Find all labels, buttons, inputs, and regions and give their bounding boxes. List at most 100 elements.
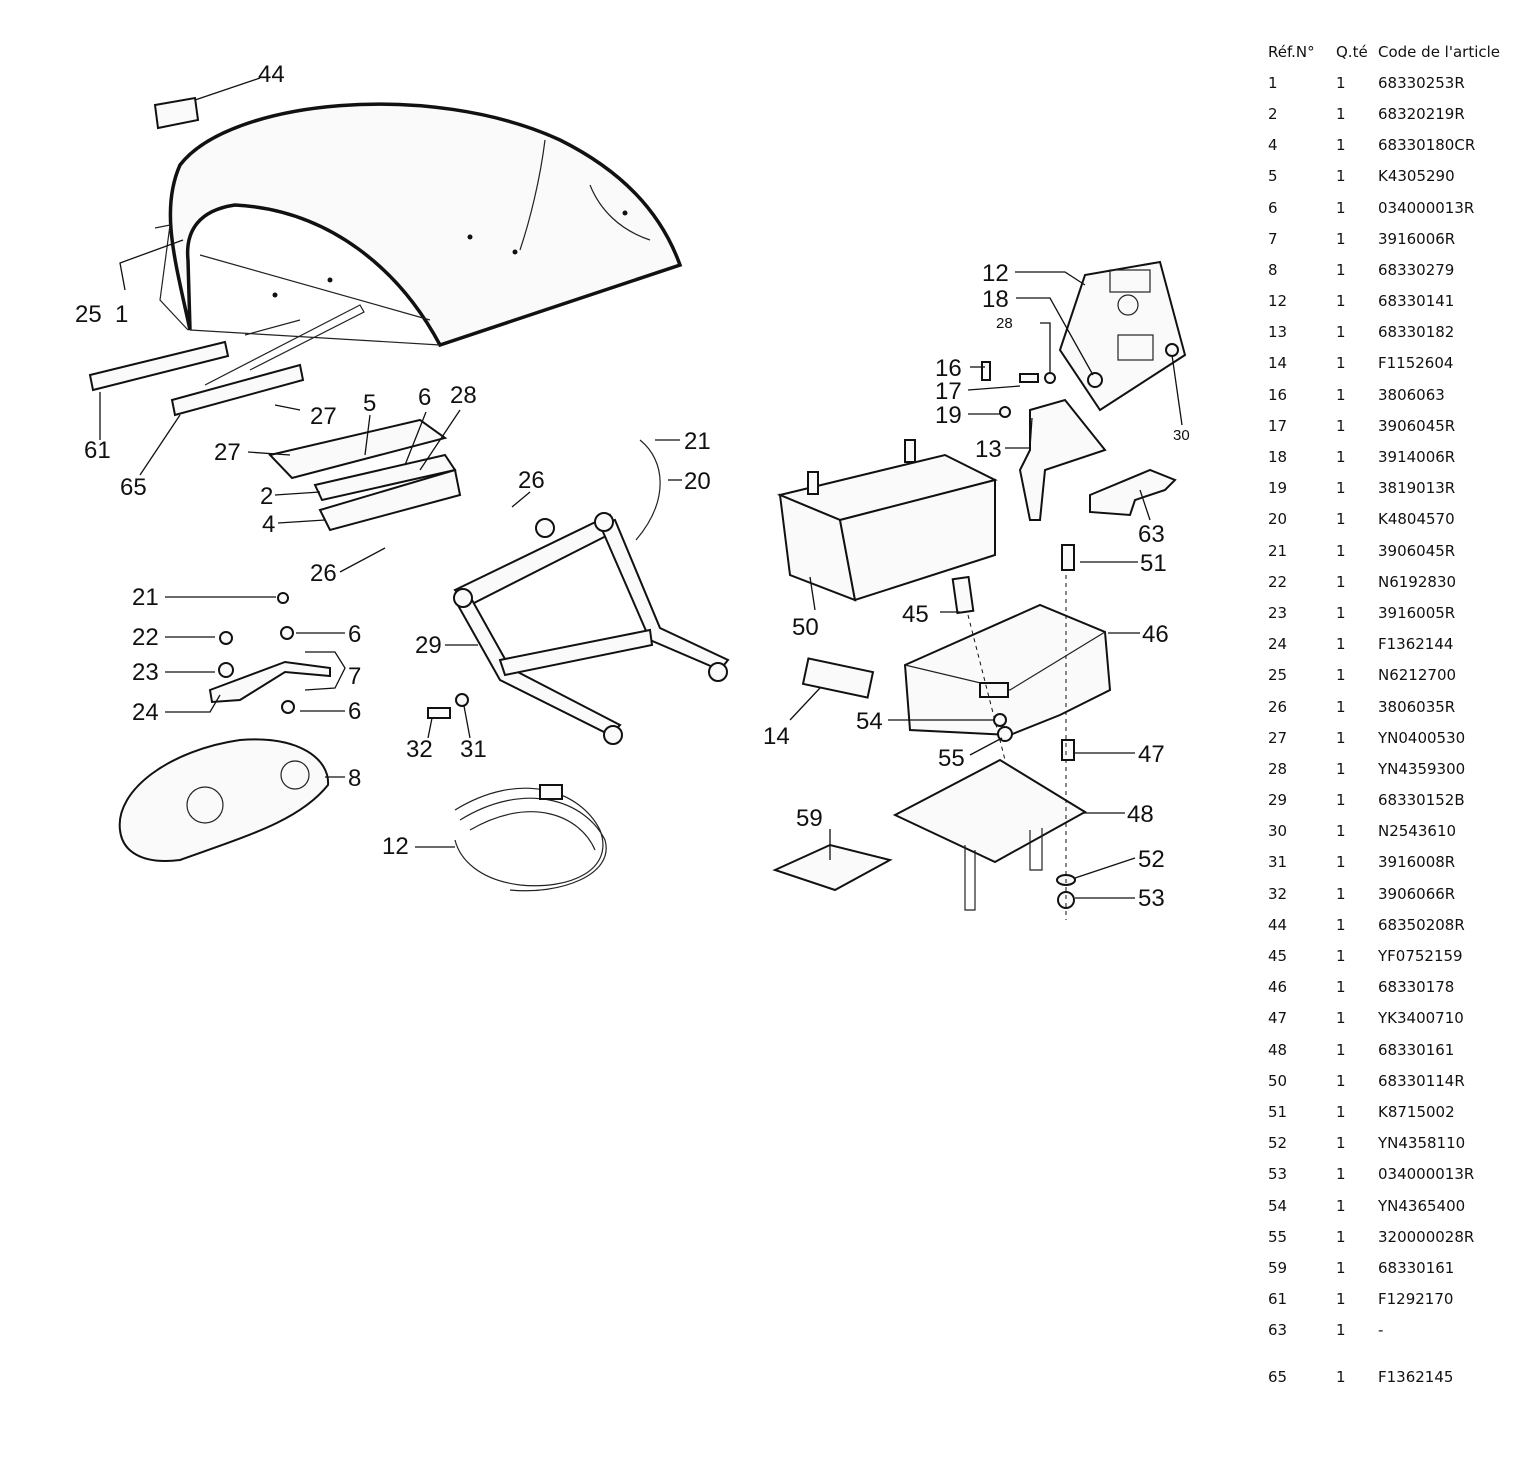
callout-27: 27: [310, 403, 337, 430]
code-cell: K4804570: [1378, 510, 1455, 529]
bolt-washer-part: [427, 693, 469, 719]
ref-cell: 55: [1268, 1227, 1288, 1246]
code-cell: 3806063: [1378, 385, 1445, 404]
code-cell: N6192830: [1378, 572, 1457, 591]
ref-cell: 27: [1268, 728, 1288, 747]
code-cell: -: [1378, 1321, 1384, 1340]
qty-cell: 1: [1336, 1321, 1346, 1340]
qty-cell: 1: [1336, 822, 1346, 841]
header-ref: Réf.N°: [1268, 42, 1315, 61]
callout-13: 13: [975, 436, 1002, 463]
code-cell: 68330182: [1378, 323, 1455, 342]
qty-cell: 1: [1336, 1368, 1346, 1387]
ref-cell: 13: [1268, 323, 1288, 342]
ref-cell: 26: [1268, 697, 1288, 716]
callout-30: 30: [1173, 427, 1190, 444]
mounting-plate-part: [892, 758, 1087, 911]
qty-cell: 1: [1336, 448, 1346, 467]
code-cell: F1362144: [1378, 635, 1454, 654]
header-qty: Q.té: [1336, 42, 1368, 61]
callout-6: 6: [348, 698, 361, 725]
ref-cell: 46: [1268, 978, 1288, 997]
header-code: Code de l'article: [1378, 42, 1501, 61]
code-cell: YN0400530: [1378, 728, 1466, 747]
callout-21: 21: [132, 584, 159, 611]
code-cell: YK3400710: [1378, 1009, 1464, 1028]
code-cell: 3906066R: [1378, 884, 1456, 903]
qty-cell: 1: [1336, 1196, 1346, 1215]
ref-cell: 31: [1268, 853, 1288, 872]
callout-29: 29: [415, 632, 442, 659]
ref-cell: 8: [1268, 260, 1278, 279]
callout-2: 2: [260, 483, 273, 510]
code-cell: F1362145: [1378, 1368, 1454, 1387]
callout-53: 53: [1138, 885, 1165, 912]
callout-1: 1: [115, 301, 128, 328]
exploded-parts-diagram: 44 25 1 61 65 27 5 6 28 27 2 4 26 26 21 …: [75, 61, 1190, 920]
code-cell: 68320219R: [1378, 104, 1465, 123]
ref-cell: 7: [1268, 229, 1278, 248]
qty-cell: 1: [1336, 1071, 1346, 1090]
clamp-part: [1089, 468, 1177, 517]
ref-cell: 4: [1268, 136, 1278, 155]
callout-7: 7: [348, 663, 361, 690]
qty-cell: 1: [1336, 728, 1346, 747]
ref-cell: 25: [1268, 666, 1288, 685]
code-cell: 034000013R: [1378, 198, 1475, 217]
code-cell: 68330180CR: [1378, 136, 1476, 155]
clip-plate-part: [772, 843, 893, 892]
callout-19: 19: [935, 402, 962, 429]
ref-cell: 14: [1268, 354, 1288, 373]
callout-28: 28: [450, 382, 477, 409]
qty-cell: 1: [1336, 915, 1346, 934]
ref-cell: 5: [1268, 167, 1278, 186]
ref-cell: 18: [1268, 448, 1288, 467]
battery-part: [776, 439, 998, 602]
callout-48: 48: [1127, 801, 1154, 828]
code-cell: 320000028R: [1378, 1227, 1475, 1246]
label-decal-part: [153, 96, 200, 130]
code-cell: 3916006R: [1378, 229, 1456, 248]
callout-21: 21: [684, 428, 711, 455]
callout-44: 44: [258, 61, 285, 88]
ref-cell: 50: [1268, 1071, 1288, 1090]
qty-cell: 1: [1336, 572, 1346, 591]
qty-cell: 1: [1336, 635, 1346, 654]
fender-part: [154, 102, 683, 348]
code-cell: 68350208R: [1378, 915, 1465, 934]
callout-52: 52: [1138, 846, 1165, 873]
ref-cell: 44: [1268, 915, 1288, 934]
callout-20: 20: [684, 468, 711, 495]
callout-6: 6: [418, 384, 431, 411]
ref-cell: 47: [1268, 1009, 1288, 1028]
qty-cell: 1: [1336, 1290, 1346, 1309]
ref-cell: 48: [1268, 1040, 1288, 1059]
code-cell: F1292170: [1378, 1290, 1454, 1309]
callout-6: 6: [348, 621, 361, 648]
qty-cell: 1: [1336, 603, 1346, 622]
qty-cell: 1: [1336, 292, 1346, 311]
callout-26: 26: [310, 560, 337, 587]
callout-5: 5: [363, 390, 376, 417]
code-cell: K8715002: [1378, 1102, 1455, 1121]
panel-bracket-part: [268, 418, 462, 532]
qty-cell: 1: [1336, 697, 1346, 716]
